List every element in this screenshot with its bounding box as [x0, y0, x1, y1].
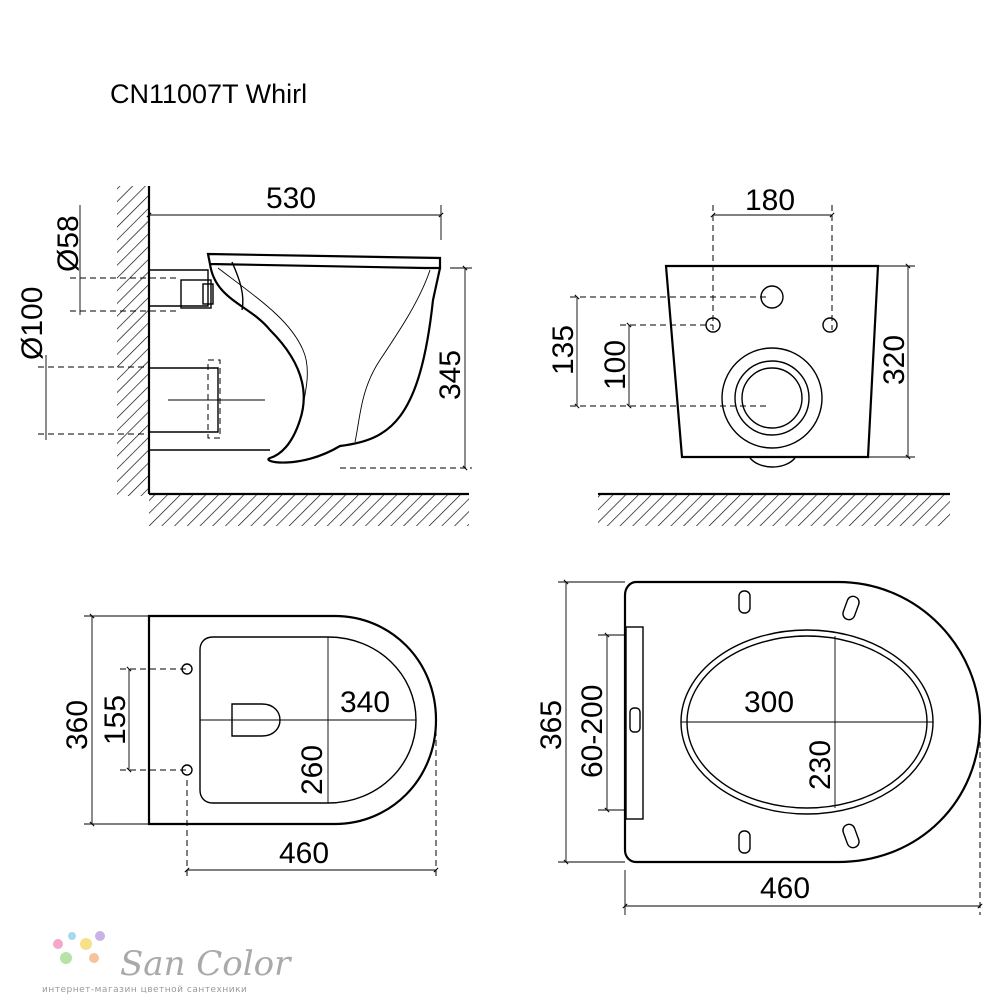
logo-dot — [95, 931, 105, 941]
pan-outline — [206, 252, 442, 270]
seat-view: 365 60-200 300 230 460 — [535, 579, 983, 915]
dim-top-width: 360 — [61, 700, 94, 750]
dim-back-bolt-spacing: 180 — [745, 184, 795, 217]
dim-top-bolt-spacing: 155 — [99, 695, 132, 745]
dim-top-bowl-length: 340 — [340, 686, 390, 719]
back-view: 180 135 100 320 — [547, 184, 950, 526]
dim-seat-hinge-range: 60-200 — [576, 685, 609, 778]
logo-dot — [89, 953, 99, 963]
brand-logo: San Color интернет-магазин цветной санте… — [42, 931, 292, 995]
logo-dot — [68, 932, 76, 940]
top-view: 360 155 340 260 460 — [61, 613, 439, 878]
logo-name: San Color — [120, 944, 292, 984]
dim-top-bowl-width: 260 — [296, 745, 329, 795]
dim-top-length: 460 — [279, 837, 329, 870]
dim-seat-opening-width: 230 — [804, 740, 837, 790]
logo-dot — [60, 952, 72, 964]
dim-back-bolt-height: 100 — [599, 340, 632, 390]
dim-side-outlet-large: Ø100 — [16, 287, 49, 360]
drawing-title: CN11007T Whirl — [110, 79, 307, 109]
dim-seat-width: 365 — [535, 700, 568, 750]
logo-dot — [80, 938, 92, 950]
logo-tagline: интернет-магазин цветной сантехники — [42, 985, 247, 995]
floor-hatch-back — [598, 494, 950, 526]
side-view: 530 Ø58 Ø100 345 — [16, 182, 472, 526]
logo-dot — [53, 939, 63, 949]
dim-side-outlet-small: Ø58 — [52, 215, 85, 272]
dim-back-inlet-height: 135 — [547, 325, 580, 375]
dim-back-total-height: 320 — [878, 335, 911, 385]
seat-outline — [623, 580, 982, 864]
dim-side-length: 530 — [266, 182, 316, 215]
floor-hatch — [149, 494, 469, 526]
dim-seat-length: 460 — [760, 872, 810, 905]
logo-dots — [53, 931, 105, 964]
wall-hatch — [117, 186, 149, 496]
dim-side-height: 345 — [434, 350, 467, 400]
dim-seat-opening-length: 300 — [744, 686, 794, 719]
